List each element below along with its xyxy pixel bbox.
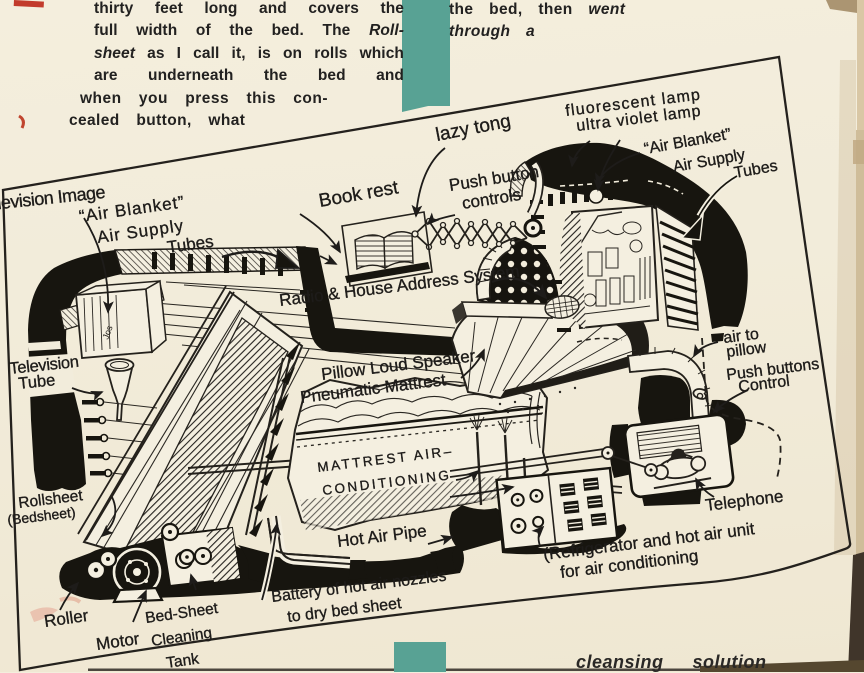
svg-text:pillow: pillow	[725, 339, 767, 361]
svg-text:Bed-Sheet: Bed-Sheet	[144, 600, 220, 627]
svg-text:Jos: Jos	[100, 324, 114, 341]
svg-text:lazy tong: lazy tong	[434, 111, 513, 146]
svg-text:Tube: Tube	[18, 371, 57, 393]
svg-text:Book rest: Book rest	[317, 177, 400, 212]
svg-text:(Bedsheet): (Bedsheet)	[6, 504, 76, 528]
svg-text:Cleaning: Cleaning	[150, 625, 213, 650]
svg-text:Control: Control	[737, 373, 790, 396]
svg-text:Telephone: Telephone	[704, 487, 784, 515]
svg-text:Tank: Tank	[165, 651, 200, 672]
svg-text:air to: air to	[722, 326, 759, 347]
